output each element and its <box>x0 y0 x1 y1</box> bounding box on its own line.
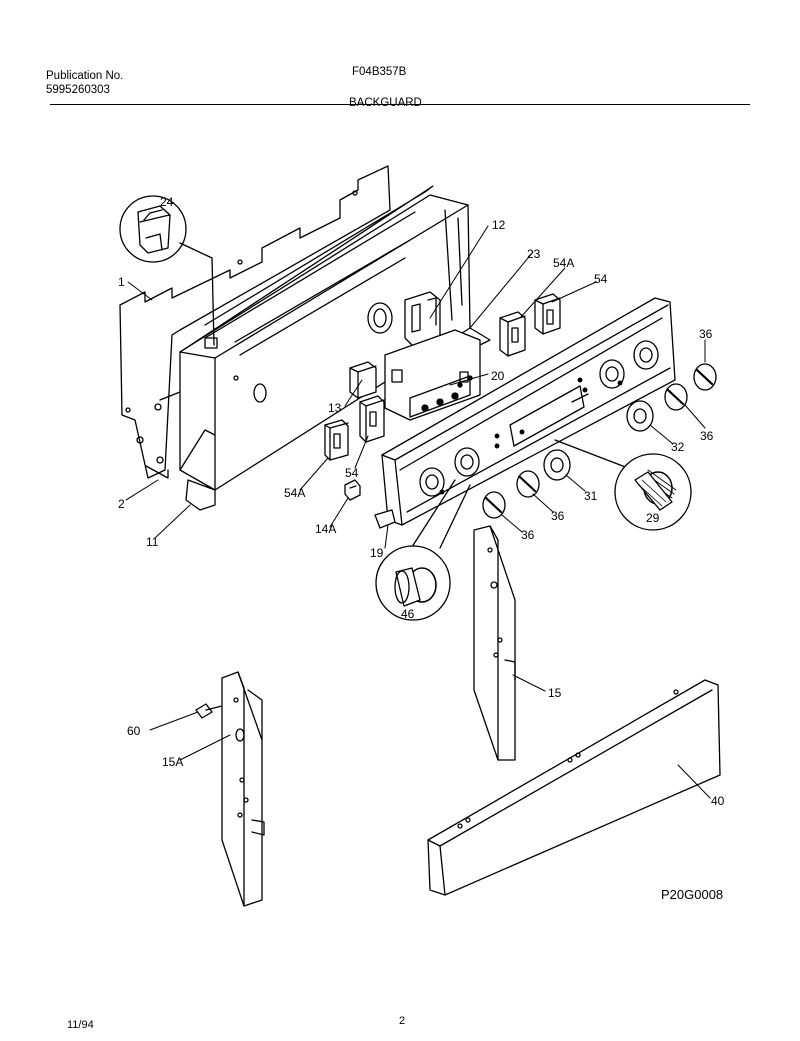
callout-12: 12 <box>492 218 506 232</box>
callout-36-mid-right: 36 <box>700 429 714 443</box>
part-60-screw <box>195 703 223 719</box>
callout-24: 24 <box>160 195 174 209</box>
callout-2: 2 <box>118 497 125 511</box>
callout-54A-top: 54A <box>553 256 574 270</box>
callout-labels: 24 1 12 23 54A 54 36 20 13 36 32 54 54A … <box>118 195 725 902</box>
callout-23: 23 <box>527 247 541 261</box>
publication-number: 5995260303 <box>46 84 110 96</box>
callout-29: 29 <box>646 511 660 525</box>
knob-32 <box>626 400 654 432</box>
part-15-side-bracket <box>473 525 516 761</box>
part-14A-clip <box>344 479 361 501</box>
callout-46: 46 <box>401 607 415 621</box>
part-19-control-panel <box>374 297 676 529</box>
model-number: F04B357B <box>352 66 407 78</box>
header-rule <box>50 104 750 105</box>
part-11-backguard-housing <box>179 185 491 511</box>
callout-13: 13 <box>328 401 342 415</box>
callout-60: 60 <box>127 724 141 738</box>
knob-36-mid <box>516 470 540 498</box>
diagram-code: P20G0008 <box>661 887 723 902</box>
knob-36-top-right <box>693 363 717 391</box>
callout-15: 15 <box>548 686 562 700</box>
part-54-switch-left <box>359 395 385 443</box>
callout-1: 1 <box>118 275 125 289</box>
callout-36-top-right: 36 <box>699 327 713 341</box>
part-46-inset <box>375 479 471 621</box>
callout-20: 20 <box>491 369 505 383</box>
footer-date: 11/94 <box>67 1019 94 1031</box>
callout-11: 11 <box>146 535 159 549</box>
section-title: BACKGUARD <box>349 97 422 109</box>
part-54A-switch-left <box>324 419 349 461</box>
knob-36-mid-right <box>664 383 688 411</box>
callout-36-lower: 36 <box>521 528 535 542</box>
callout-15A: 15A <box>162 755 183 769</box>
callout-32: 32 <box>671 440 685 454</box>
leader-lines <box>125 225 711 799</box>
callout-19: 19 <box>370 546 384 560</box>
part-54-switch-top <box>534 293 561 335</box>
part-15A-side-bracket <box>221 671 265 907</box>
part-12-bracket <box>367 291 441 349</box>
part-40-trim-bar <box>427 679 721 896</box>
publication-label: Publication No. <box>46 70 124 82</box>
callout-54-top: 54 <box>594 272 608 286</box>
knob-31 <box>543 449 571 481</box>
part-54A-switch-top <box>499 311 526 357</box>
callout-54: 54 <box>345 466 359 480</box>
callout-31: 31 <box>584 489 598 503</box>
part-1-rear-panel <box>119 165 391 479</box>
callout-14A: 14A <box>315 522 336 536</box>
callout-36-mid: 36 <box>551 509 565 523</box>
knob-36-lower <box>482 491 506 519</box>
part-24-inset <box>119 195 215 346</box>
callout-40: 40 <box>711 794 725 808</box>
page-number: 2 <box>399 1015 406 1027</box>
callout-54A: 54A <box>284 486 305 500</box>
part-29-inset <box>554 439 692 531</box>
